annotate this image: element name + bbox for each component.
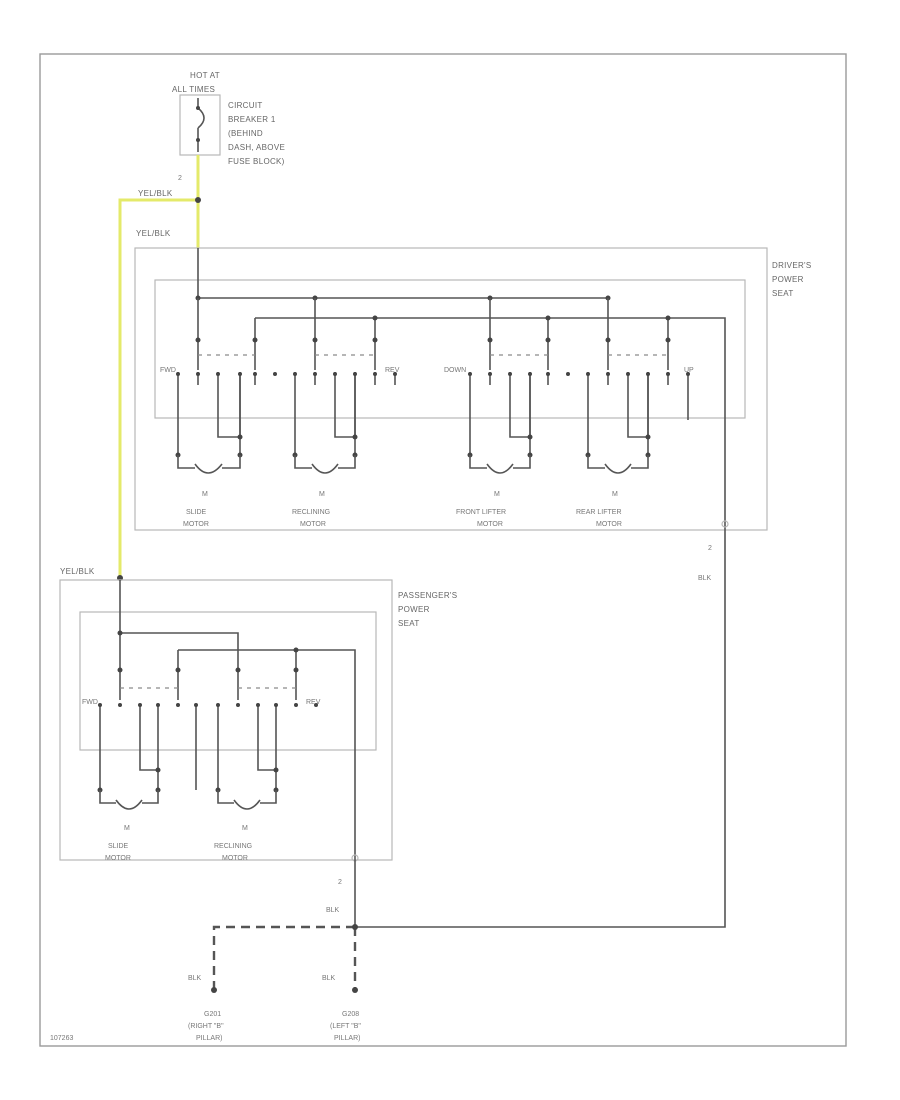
- driver-ground-color: BLK: [698, 575, 712, 582]
- driver-rev-label: REV: [385, 367, 400, 374]
- hot-label-2: ALL TIMES: [172, 85, 215, 94]
- p-recline-motor-label-2: MOTOR: [222, 855, 248, 862]
- passenger-power-seat: PASSENGER'S POWER SEAT FWD REV M SLIDE M…: [59, 579, 457, 862]
- front-lifter-label-1: FRONT LIFTER: [456, 509, 506, 516]
- feed-label-1: YEL/BLK: [138, 189, 173, 198]
- driver-switch-contacts: FWD REV DOWN UP: [160, 367, 694, 458]
- driver-ground-terminal: 2: [708, 545, 712, 552]
- p-recline-motor-label-1: RECLINING: [214, 843, 252, 850]
- front-lifter-label-2: MOTOR: [477, 521, 503, 528]
- driver-fwd-label: FWD: [160, 367, 176, 374]
- breaker-label-3: (BEHIND: [228, 129, 263, 138]
- recline-motor-label-2: MOTOR: [300, 521, 326, 528]
- ground-circuit: 2 BLK BLK BLK G201 (RIGHT "B" PILLAR) G2…: [188, 860, 361, 1042]
- g208-wire-color: BLK: [322, 975, 336, 982]
- slide-motor-symbol: M: [202, 491, 208, 498]
- driver-ground-wire: 2 BLK: [355, 530, 726, 928]
- p-recline-motor-symbol: M: [242, 825, 248, 832]
- feed-wire: YEL/BLK YEL/BLK YEL/BLK: [60, 155, 201, 581]
- g201-wire-color: BLK: [188, 975, 202, 982]
- p-slide-motor-symbol: M: [124, 825, 130, 832]
- breaker-terminal: 2: [178, 175, 182, 182]
- rear-lifter-label-2: MOTOR: [596, 521, 622, 528]
- rear-lifter-label-1: REAR LIFTER: [576, 509, 622, 516]
- breaker-label-5: FUSE BLOCK): [228, 157, 285, 166]
- g201-label-3: PILLAR): [196, 1035, 222, 1042]
- driver-seat-label-2: POWER: [772, 275, 804, 284]
- rear-lifter-symbol: M: [612, 491, 618, 498]
- feed-label-2: YEL/BLK: [136, 229, 171, 238]
- slide-motor-label-1: SLIDE: [186, 509, 207, 516]
- p-slide-motor-label-2: MOTOR: [105, 855, 131, 862]
- g201-label-2: (RIGHT "B": [188, 1023, 224, 1030]
- feed-label-3: YEL/BLK: [60, 567, 95, 576]
- passenger-ground-terminal: 2: [338, 879, 342, 886]
- driver-motors: M SLIDE MOTOR M RECLINING MOTOR M FRONT …: [177, 455, 649, 528]
- passenger-seat-label-1: PASSENGER'S: [398, 591, 457, 600]
- g208-label-1: G208: [342, 1011, 359, 1018]
- breaker-label-2: BREAKER 1: [228, 115, 276, 124]
- slide-motor-label-2: MOTOR: [183, 521, 209, 528]
- driver-power-seat: DRIVER'S POWER SEAT: [134, 247, 812, 531]
- passenger-ground-color: BLK: [326, 907, 340, 914]
- passenger-switch-contacts: FWD REV: [82, 699, 321, 793]
- driver-seat-label-3: SEAT: [772, 289, 794, 298]
- figure-id: 107263: [50, 1035, 73, 1042]
- breaker-label-4: DASH, ABOVE: [228, 143, 285, 152]
- front-lifter-symbol: M: [494, 491, 500, 498]
- driver-down-label: DOWN: [444, 367, 466, 374]
- passenger-seat-label-2: POWER: [398, 605, 430, 614]
- passenger-seat-label-3: SEAT: [398, 619, 420, 628]
- g201-label-1: G201: [204, 1011, 221, 1018]
- recline-motor-symbol: M: [319, 491, 325, 498]
- passenger-rev-label: REV: [306, 699, 321, 706]
- hot-label: HOT AT: [190, 71, 220, 80]
- diagram-frame: [39, 53, 847, 1047]
- g208-label-3: PILLAR): [334, 1035, 360, 1042]
- driver-up-label: UP: [684, 367, 694, 374]
- g208-label-2: (LEFT "B": [330, 1023, 361, 1030]
- breaker-label-1: CIRCUIT: [228, 101, 263, 110]
- driver-seat-label-1: DRIVER'S: [772, 261, 812, 270]
- circuit-breaker: HOT AT ALL TIMES CIRCUIT BREAKER 1 (BEHI…: [172, 71, 285, 182]
- recline-motor-label-1: RECLINING: [292, 509, 330, 516]
- passenger-motors: M SLIDE MOTOR M RECLINING MOTOR: [99, 790, 277, 862]
- p-slide-motor-label-1: SLIDE: [108, 843, 129, 850]
- passenger-fwd-label: FWD: [82, 699, 98, 706]
